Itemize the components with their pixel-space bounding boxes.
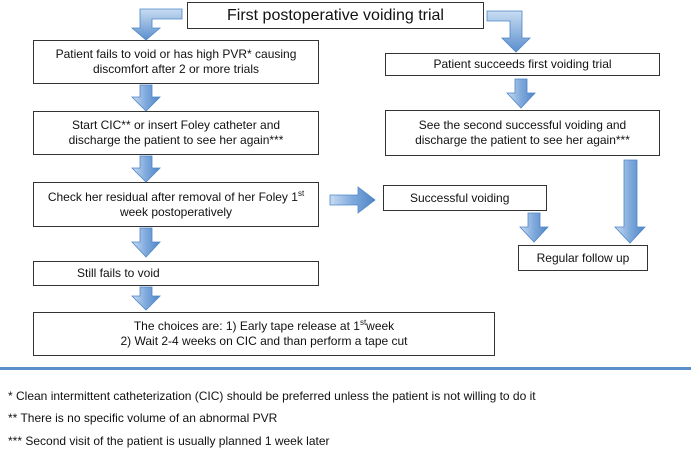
divider-line	[0, 367, 691, 370]
arrow-check-to-successful	[329, 186, 376, 214]
box-line: The choices are: 1) Early tape release a…	[133, 318, 395, 334]
box-line: discharge the patient to see her again**…	[415, 133, 630, 147]
box-line: Still fails to void	[77, 266, 160, 280]
box-line: First postoperative voiding trial	[227, 7, 444, 24]
start-cic-box: Start CIC** or insert Foley catheter and…	[33, 111, 319, 155]
arrow-title-to-succeed	[486, 10, 531, 53]
box-line: week postoperatively	[119, 204, 233, 219]
box-line: discharge the patient to see her again**…	[68, 133, 284, 147]
arrow-second-to-followup	[614, 159, 646, 244]
title-box: First postoperative voiding trial	[187, 2, 484, 29]
box-line: discomfort after 2 or more trials	[92, 62, 260, 76]
regular-follow-up-box: Regular follow up	[518, 245, 648, 271]
footnote-second-visit: *** Second visit of the patient is usual…	[8, 434, 330, 448]
succeed-first-box: Patient succeeds first voiding trial	[385, 53, 660, 76]
choices-box: The choices are: 1) Early tape release a…	[33, 312, 495, 356]
footnote-cic: * Clean intermittent catheterization (CI…	[8, 389, 536, 403]
box-line: Patient fails to void or has high PVR* c…	[55, 47, 297, 61]
arrow-fail-to-cic	[131, 84, 161, 112]
arrow-title-to-fail	[130, 8, 183, 41]
box-line: 2) Wait 2-4 weeks on CIC and than perfor…	[120, 334, 408, 348]
still-fails-box: Still fails to void	[33, 261, 319, 286]
box-line: See the second successful voiding and	[418, 118, 627, 132]
successful-voiding-box: Successful voiding	[383, 185, 547, 211]
box-line: Patient succeeds first voiding trial	[433, 57, 612, 71]
fail-void-box: Patient fails to void or has high PVR* c…	[33, 40, 319, 84]
arrow-check-to-still	[131, 227, 161, 258]
check-residual-box: Check her residual after removal of her …	[33, 182, 319, 227]
box-line: Start CIC** or insert Foley catheter and	[71, 118, 281, 132]
arrow-still-to-choices	[131, 286, 161, 311]
box-line: Regular follow up	[536, 250, 630, 265]
arrow-successful-to-followup	[519, 212, 549, 243]
footnote-pvr: ** There is no specific volume of an abn…	[8, 411, 278, 425]
box-line: Check her residual after removal of her …	[47, 188, 305, 204]
arrow-succeed-to-second	[506, 78, 536, 109]
arrow-cic-to-check	[131, 155, 161, 183]
box-line: Successful voiding	[410, 190, 510, 205]
